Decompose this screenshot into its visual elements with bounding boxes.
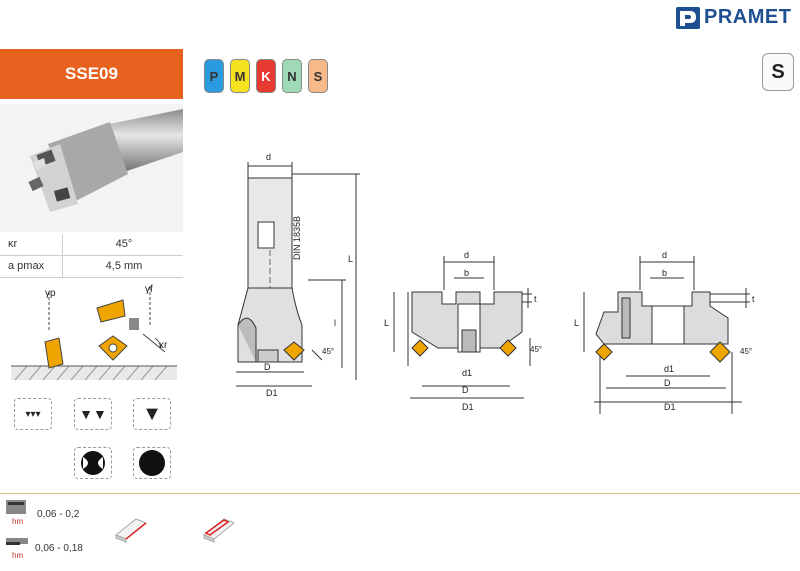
insert-icon-large: ▼ — [133, 398, 171, 430]
cutter-photo-illustration — [28, 109, 183, 212]
dim-l: l — [334, 318, 336, 328]
dim-D: D — [264, 362, 271, 372]
material-letter: S — [313, 68, 323, 84]
gamma-p-label: γp — [45, 288, 56, 299]
dim-b: b — [464, 268, 469, 278]
insert-icon-medium: ▼▼ — [74, 398, 112, 430]
brand-logo: PRAMET — [676, 6, 791, 29]
class-box: S — [762, 53, 794, 91]
application-icon-2 — [203, 518, 235, 543]
dim-d: d — [266, 152, 271, 162]
material-badge-n: N — [282, 59, 302, 93]
feed-value: 0,06 - 0,18 — [35, 543, 83, 554]
material-letter: M — [234, 68, 246, 84]
spec-row-ap: a pmax 4,5 mm — [0, 256, 183, 278]
class-label: S — [771, 60, 785, 83]
technical-drawing-large-cutter: d b t L d1 45° D D1 — [574, 250, 755, 414]
feed-sub-label: hm — [12, 551, 23, 560]
kappa-r-label: κr — [159, 340, 168, 351]
spec-symbol: a pmax — [8, 260, 45, 272]
application-icon-1 — [115, 518, 147, 543]
material-letter: P — [209, 68, 219, 84]
spec-value: 45° — [115, 238, 133, 250]
tooth-feed-icon: hm — [6, 500, 26, 526]
dim-t: t — [752, 294, 755, 304]
dim-angle: 45° — [322, 347, 334, 356]
dim-d1: d1 — [462, 368, 472, 378]
dim-b: b — [662, 268, 667, 278]
dim-D: D — [664, 378, 671, 388]
gamma-f-label: γf — [145, 284, 153, 295]
dim-D1: D1 — [664, 402, 676, 412]
dim-angle: 45° — [740, 347, 752, 356]
insert-icon-small: ▾▾▾ — [14, 398, 52, 430]
material-badge-p: P — [204, 59, 224, 93]
dim-d: d — [464, 250, 469, 260]
round-insert-icon — [133, 447, 171, 479]
spec-symbol: κr — [8, 238, 18, 250]
dim-D: D — [462, 385, 469, 395]
product-code: SSE09 — [65, 64, 118, 83]
dim-D1: D1 — [266, 388, 278, 398]
dim-d: d — [662, 250, 667, 260]
technical-drawing-shank-cutter: d DIN 1835B L l 45° D D1 — [236, 152, 360, 398]
dim-L: L — [348, 254, 353, 264]
dim-L: L — [384, 318, 389, 328]
dim-d1: d1 — [664, 364, 674, 374]
feed-sub-label: hm — [12, 517, 23, 526]
technical-drawing-shell-cutter: d b t L d1 45° D D1 — [384, 250, 542, 412]
brand-logo-icon — [676, 6, 700, 29]
brand-name: PRAMET — [704, 6, 792, 28]
material-badge-s: S — [308, 59, 328, 93]
dim-angle: 45° — [530, 345, 542, 354]
material-badge-k: K — [256, 59, 276, 93]
spec-row-kappa: κr 45° — [0, 234, 183, 256]
dim-din: DIN 1835B — [292, 216, 302, 260]
product-photo — [0, 104, 183, 232]
dim-L: L — [574, 318, 579, 328]
chip-thickness-icon: hm — [6, 538, 28, 560]
material-letter: K — [261, 68, 271, 84]
material-letter: N — [287, 68, 297, 84]
feed-value: 0,06 - 0,2 — [37, 509, 80, 520]
product-title: SSE09 — [0, 49, 183, 99]
round-split-insert-icon — [74, 447, 112, 479]
geometry-angle-diagram: γp γf κr — [11, 284, 177, 381]
spec-value: 4,5 mm — [105, 260, 143, 272]
material-badge-m: M — [230, 59, 250, 93]
dim-D1: D1 — [462, 402, 474, 412]
dim-t: t — [534, 294, 537, 304]
